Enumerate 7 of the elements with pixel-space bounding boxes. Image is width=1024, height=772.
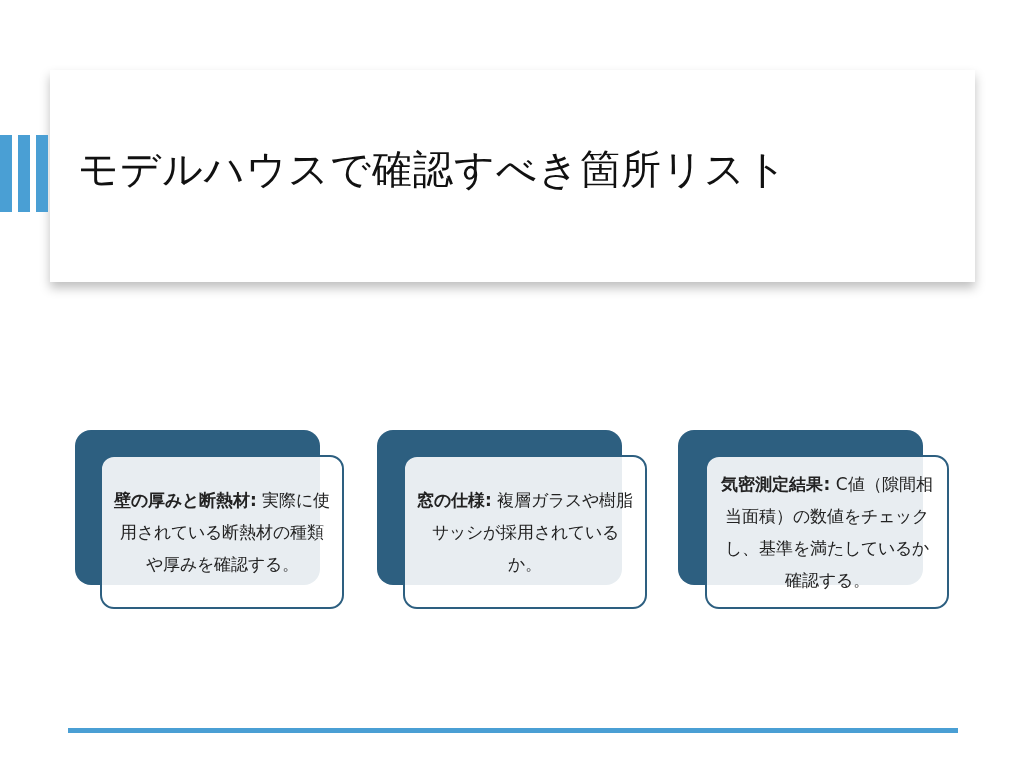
info-card bbox=[403, 455, 647, 609]
card-text: 壁の厚みと断熱材: 実際に使用されている断熱材の種類や厚みを確認する。 bbox=[112, 489, 332, 576]
info-card bbox=[705, 455, 949, 609]
slide-title: モデルハウスで確認すべき箇所リスト bbox=[78, 145, 788, 194]
info-card bbox=[100, 455, 344, 609]
card-text: 窓の仕様: 複層ガラスや樹脂サッシが採用されているか。 bbox=[415, 489, 635, 576]
card-text: 気密測定結果: C値（隙間相当面積）の数値をチェックし、基準を満たしているか確認する。 bbox=[720, 473, 934, 592]
